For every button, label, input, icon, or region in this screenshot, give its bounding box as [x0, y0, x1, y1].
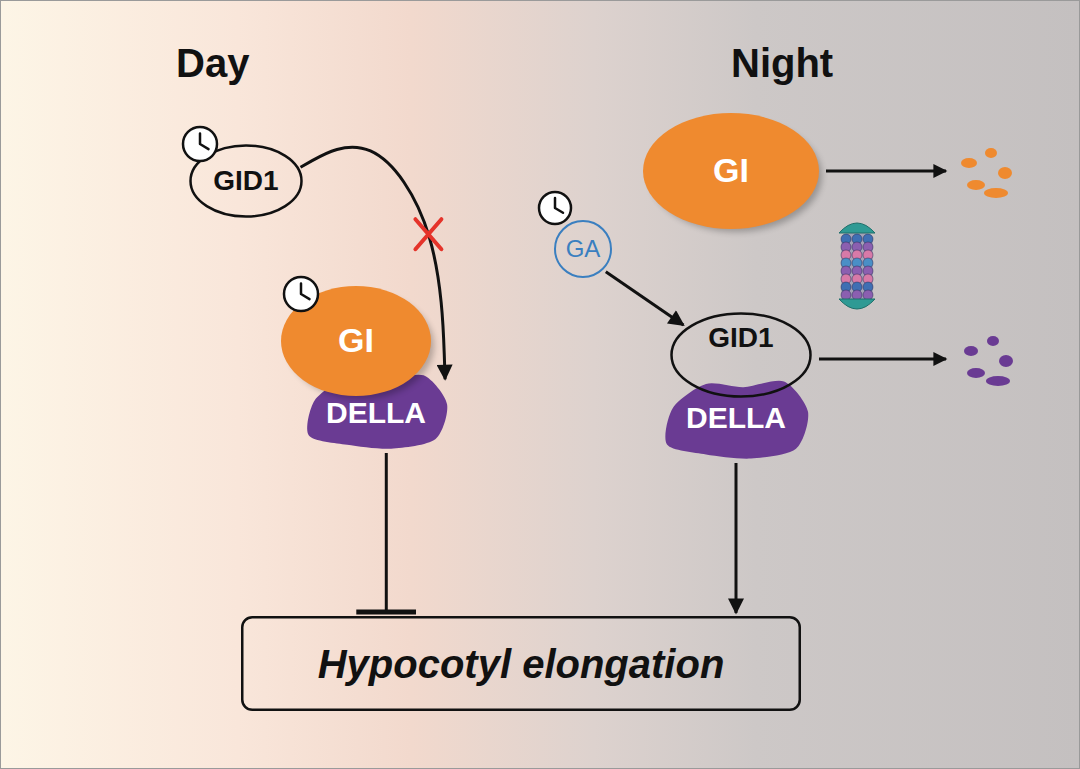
degradation-arrow: [819, 358, 946, 361]
panel-label: Night: [731, 41, 833, 85]
arrow-connector: [606, 272, 684, 325]
arrow-connector: [735, 463, 738, 613]
inhibition-connector: [385, 453, 388, 612]
protein-ellipse: GID1: [188, 143, 304, 219]
hormone-circle: GA: [553, 219, 613, 279]
node-text: GID1: [708, 323, 773, 354]
panel-label: Day: [176, 41, 249, 85]
clock-icon: [539, 192, 571, 224]
block-cross: [415, 219, 441, 249]
node-text: GA: [566, 236, 601, 262]
gi-fragments: [961, 148, 1012, 198]
protein-ellipse: GID1: [669, 311, 813, 399]
protein-blob: DELLA: [661, 379, 811, 461]
proteasome-icon: [839, 223, 875, 309]
node-text: GID1: [213, 166, 278, 197]
protein-ellipse: GI: [281, 286, 431, 396]
node-text: Hypocotyl elongation: [318, 642, 725, 686]
node-text: GI: [713, 152, 749, 189]
protein-ellipse: GI: [643, 113, 819, 229]
della-fragments: [964, 336, 1013, 386]
node-text: DELLA: [686, 401, 786, 434]
process-box: Hypocotyl elongation: [241, 616, 801, 711]
node-text: GI: [338, 322, 374, 359]
node-text: DELLA: [326, 396, 426, 429]
clock-icon: [183, 127, 217, 161]
degradation-arrow: [826, 170, 946, 173]
